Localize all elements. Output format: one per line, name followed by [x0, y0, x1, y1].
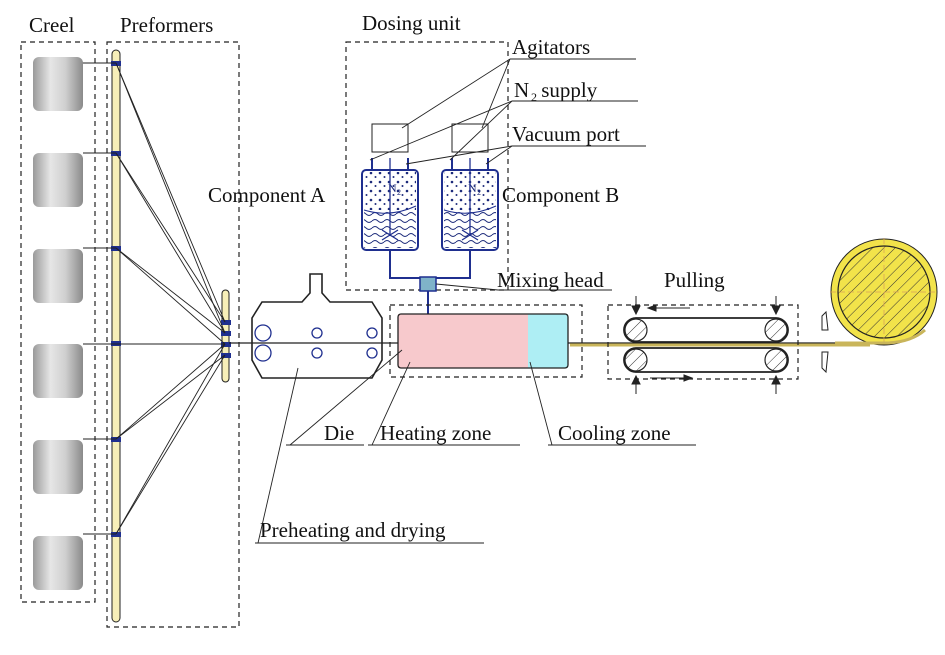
n2-supply-subscript: 2: [531, 90, 537, 104]
die-body: [397, 313, 569, 369]
preformer-bar-main: [111, 49, 121, 623]
mixing-head-label: Mixing head: [497, 268, 604, 292]
lower-caterpillar: [623, 347, 789, 373]
pulling-section: [607, 296, 829, 394]
creel-boundary: [20, 41, 96, 603]
dosing-unit-label: Dosing unit: [362, 11, 461, 35]
spool-6: [33, 536, 83, 590]
preformers-label: Preformers: [120, 13, 213, 37]
tank-component-b: N 2: [441, 123, 499, 251]
tank-a-n2: N: [388, 181, 397, 195]
tank-component-a: N 2: [361, 123, 419, 251]
spool-3: [33, 249, 83, 303]
pulling-label: Pulling: [664, 268, 725, 292]
vacuum-port-label: Vacuum port: [512, 122, 620, 146]
preheating-drying-label: Preheating and drying: [260, 518, 446, 542]
die-section: [389, 304, 583, 378]
tank-a-n2-sub: 2: [397, 188, 401, 197]
heating-zone-block: [398, 314, 528, 368]
pipe-a: [389, 250, 420, 279]
heating-zone-label: Heating zone: [380, 421, 491, 445]
pulling-boundary: [607, 304, 799, 380]
tank-b-n2: N: [468, 181, 477, 195]
die-boundary: [389, 304, 583, 378]
cooling-zone-block: [528, 314, 568, 368]
dosing-unit-boundary: [345, 41, 509, 291]
creel-label: Creel: [29, 13, 75, 37]
preformers-section: Preformers: [106, 13, 240, 628]
lower-leaders: [255, 349, 696, 544]
preheating-unit: [251, 273, 383, 379]
tank-b-n2-sub: 2: [477, 188, 481, 197]
spool-1: [33, 57, 83, 111]
take-up-reel: [830, 238, 938, 346]
agitators-label: Agitators: [512, 35, 590, 59]
spool-5: [33, 440, 83, 494]
fiber-strands: [83, 62, 226, 535]
creel-section: Creel: [20, 13, 96, 603]
component-b-label: Component B: [502, 183, 619, 207]
spool-2: [33, 153, 83, 207]
pipe-b: [436, 250, 471, 279]
upper-caterpillar: [623, 317, 789, 343]
fiber-spools: [33, 57, 83, 590]
preformers-boundary: [106, 41, 240, 628]
dosing-leaders: [369, 58, 646, 291]
mixing-head: [419, 276, 437, 292]
cooling-zone-label: Cooling zone: [558, 421, 671, 445]
n2-supply-text: supply: [536, 78, 598, 102]
n2-supply-n: N: [514, 78, 529, 102]
spool-4: [33, 344, 83, 398]
component-a-label: Component A: [208, 183, 326, 207]
n2-supply-label: N 2 supply: [514, 78, 598, 104]
dosing-unit: Dosing unit N 2 N 2: [345, 11, 509, 342]
die-label: Die: [324, 421, 354, 445]
preheating-chamber: [251, 273, 383, 379]
